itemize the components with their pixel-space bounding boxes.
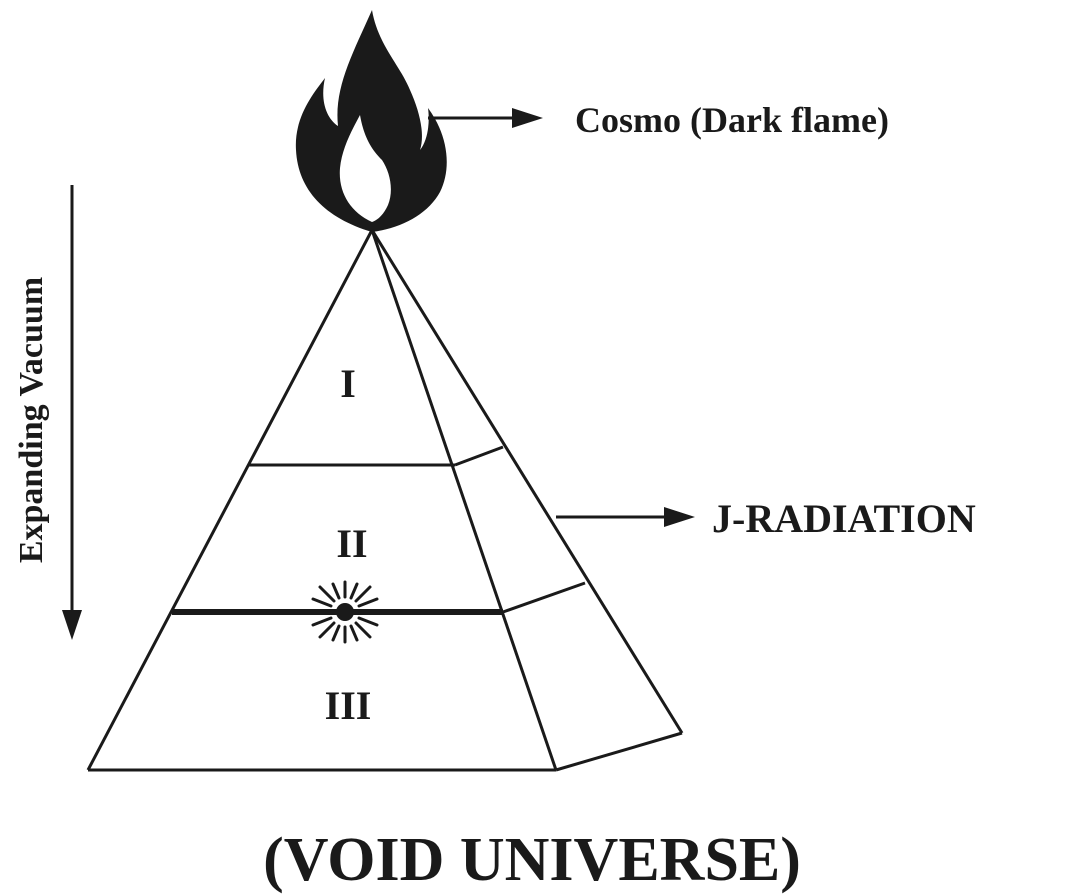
dark-flame-icon [295,10,447,232]
region-second-label: II [336,521,367,566]
pyramid [86,229,684,772]
pyramid-right-edge [370,229,684,734]
pyramid-left-edge [86,229,374,771]
diagram-caption: (VOID UNIVERSE) [263,826,801,894]
vacuum-label: Expanding Vacuum [13,277,50,563]
pyramid-base-side [555,731,683,772]
radiation-pointer-arrow [556,507,695,527]
region-third-label: III [325,683,372,728]
flame-label: Cosmo (Dark flame) [575,100,889,140]
flame-pointer-arrow [428,108,543,128]
pyramid-front-edge [370,229,558,771]
vacuum-arrow [62,185,82,640]
radiation-label: J-RADIATION [712,496,976,541]
divider-lower-side [502,581,586,614]
divider-upper-side [454,445,504,467]
region-first-label: I [340,361,356,406]
radiation-burst-icon [303,580,387,644]
